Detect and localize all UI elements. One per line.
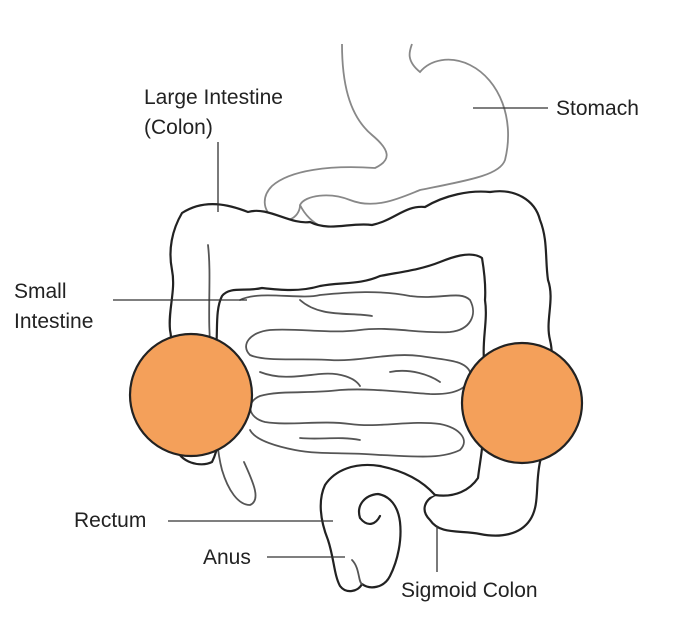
right-marker-circle [460,341,584,465]
stomach-label: Stomach [556,97,639,120]
small-intestine-loops [239,291,474,458]
sigmoid-colon-label: Sigmoid Colon [401,579,538,602]
small-intestine-label-line2: Intestine [14,310,94,333]
left-marker-circle [128,332,254,458]
anus-label: Anus [203,546,251,569]
large-intestine-label-line1: Large Intestine [144,86,283,109]
rectum-label: Rectum [74,509,147,532]
appendix-shape [207,244,257,506]
large-intestine-label-line2: (Colon) [144,116,213,139]
small-intestine-label-line1: Small [14,280,67,303]
stomach-shape [263,43,509,222]
sigmoid-rectum-shape [319,463,437,593]
